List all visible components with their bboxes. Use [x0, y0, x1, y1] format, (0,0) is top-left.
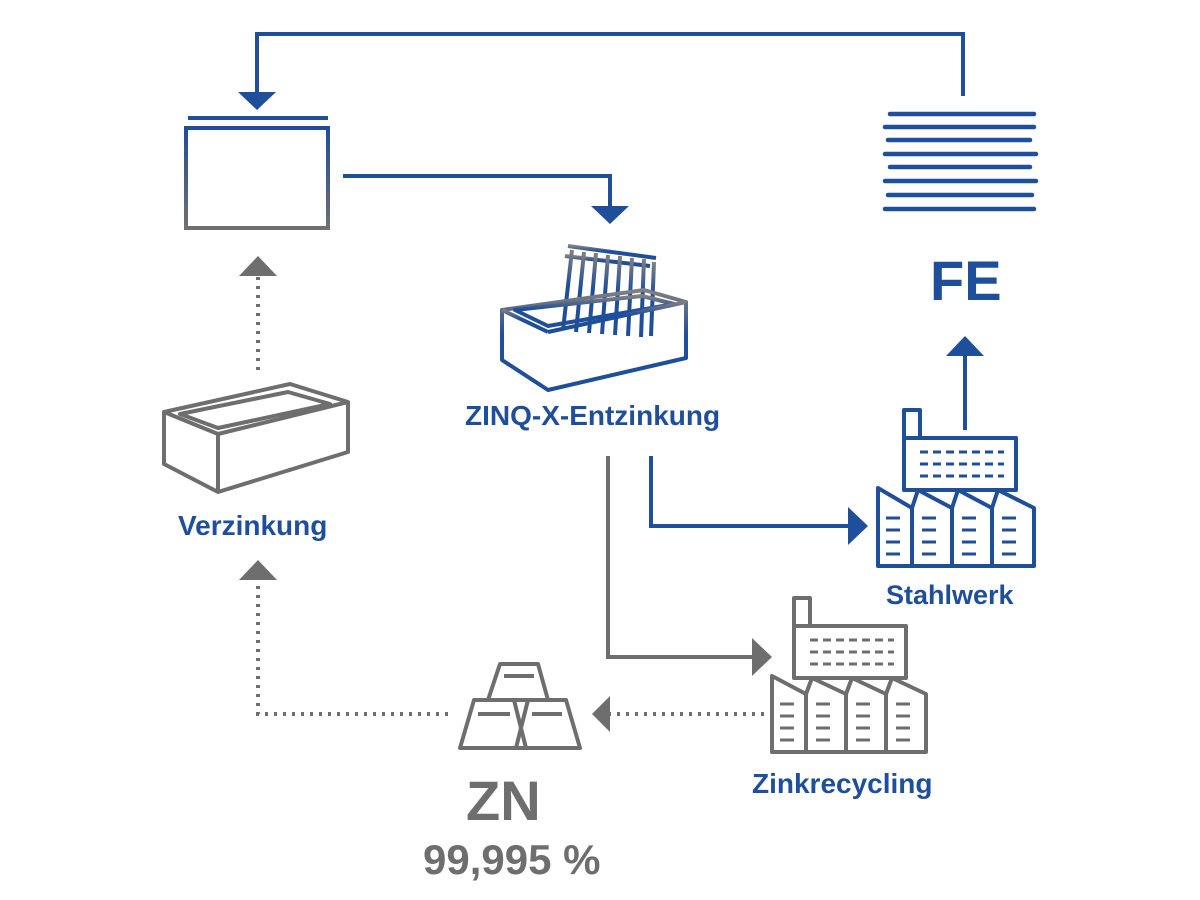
arrowhead-rack	[238, 92, 276, 110]
arrow-rack-to-zinq	[343, 174, 612, 206]
dezincing-tank-icon	[500, 244, 688, 392]
arrowhead-zinkrecycling	[752, 638, 772, 676]
arrowhead-zn	[592, 696, 610, 732]
steel-sheets-icon	[882, 111, 1039, 212]
factory-icon	[770, 596, 928, 754]
arrow-fe-to-rack	[255, 32, 965, 96]
arrowhead-verzinkung	[239, 560, 277, 580]
zn-purity-label: 99,995 %	[423, 836, 601, 883]
arrowhead-stahlwerk	[848, 507, 868, 545]
node-label-zinq: ZINQ-X-Entzinkung	[465, 400, 721, 431]
arrowhead-zinq	[591, 206, 629, 224]
steel-rack-icon	[184, 116, 330, 230]
arrow-zinq-to-zinkrecycling	[606, 456, 752, 659]
galvanizing-tank-icon	[162, 382, 350, 494]
node-label-verzinkung: Verzinkung	[178, 510, 328, 541]
node-label-zinkrecycling: Zinkrecycling	[752, 768, 933, 799]
node-label-fe: FE	[930, 249, 1002, 312]
zinc-ingots-icon	[458, 662, 582, 750]
arrow-zn-to-verzinkung	[256, 580, 448, 716]
arrow-zinq-to-stahlwerk	[649, 456, 848, 528]
node-label-zn: ZN	[466, 769, 541, 832]
arrowhead-fe	[946, 336, 984, 356]
factory-icon	[876, 408, 1036, 568]
arrowhead-rack-up	[239, 256, 277, 276]
node-label-stahlwerk: Stahlwerk	[886, 580, 1014, 610]
